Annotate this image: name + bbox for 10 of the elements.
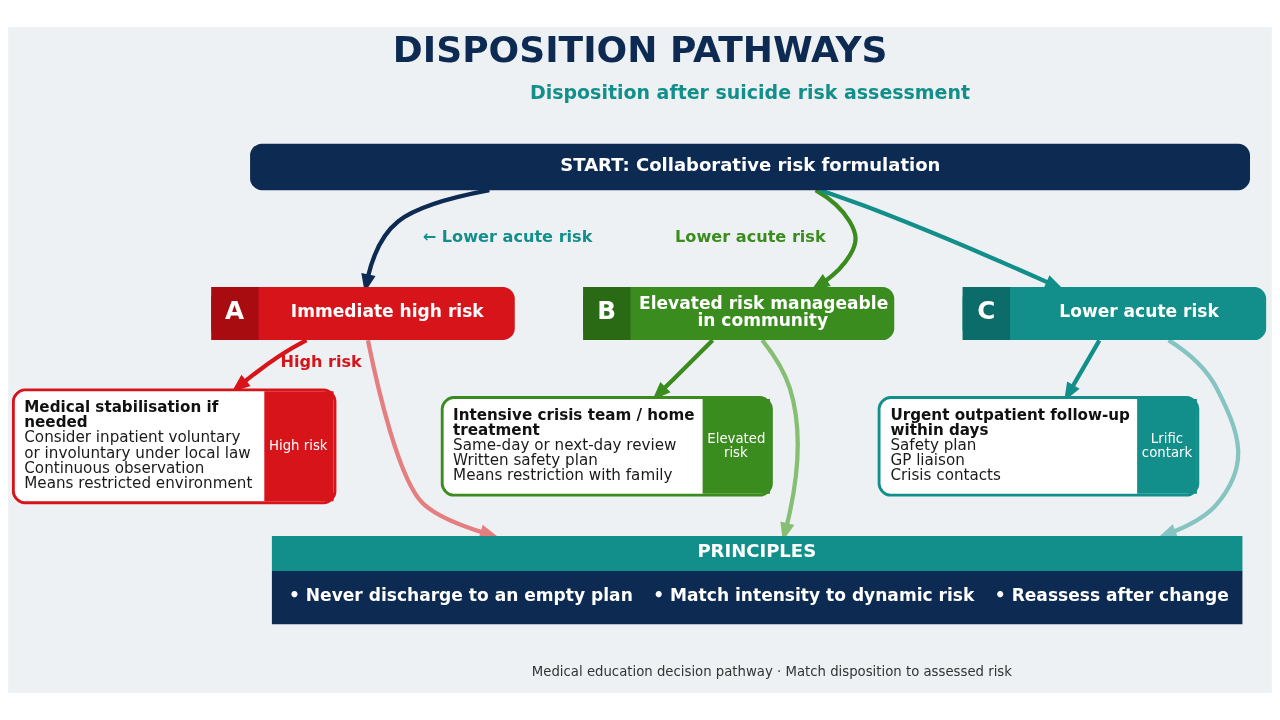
node-text: Urgent outpatient follow-up within days Safety plan GP liaison Crisis contacts Lrific contark — [890, 405, 1193, 485]
label: Disposition after suicide risk assessment — [529, 81, 971, 104]
node-text: Medical stabilisation if needed Consider inpatient voluntary or involuntary under local law Continuous observation Means restricted environment High risk — [24, 397, 328, 492]
diagram-title: DISPOSITION PATHWAYS — [392, 29, 888, 72]
label: Lower acute risk — [675, 226, 826, 246]
node-box: START: Collaborative risk formulation — [250, 143, 1251, 191]
caption: Medical education decision pathway · Match disposition to assessed risk — [531, 663, 1012, 679]
edge-label: High risk — [280, 352, 362, 372]
arrow — [365, 339, 499, 539]
label: ← Lower acute risk — [422, 226, 593, 246]
